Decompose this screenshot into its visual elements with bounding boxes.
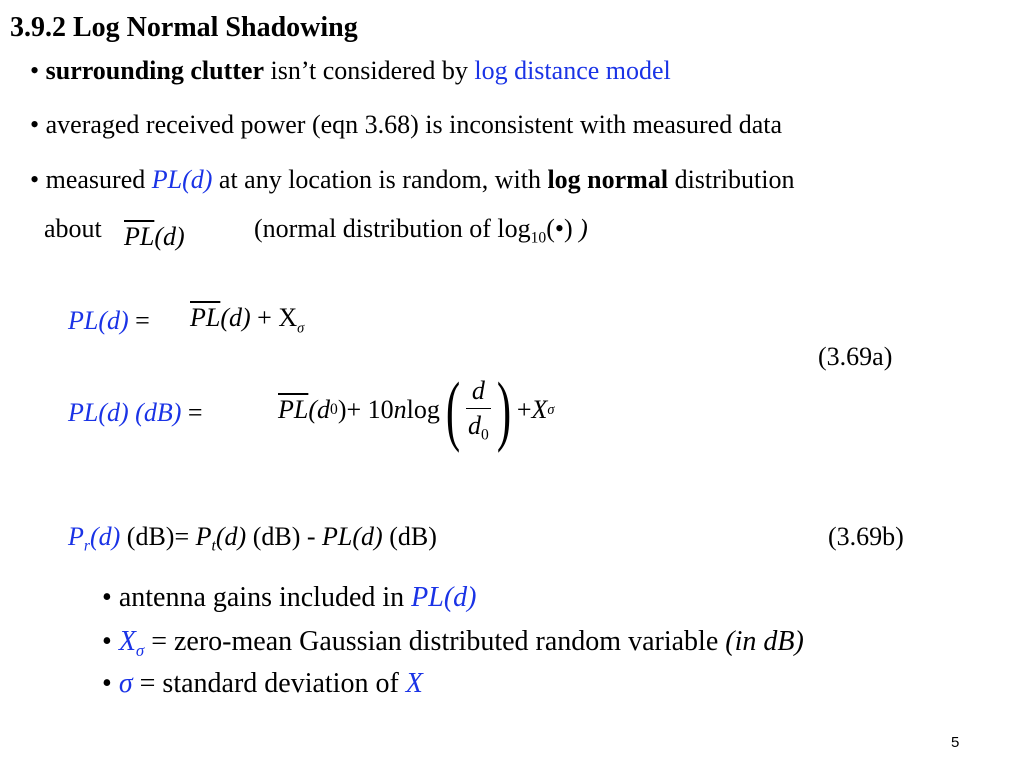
log-function: log [406, 395, 440, 424]
note-tail: (in dB) [725, 626, 804, 657]
pr-arg: (d) [89, 522, 121, 551]
bullet-text: averaged received power (eqn 3.68) is in… [45, 110, 783, 139]
log-base-sub: 10 [530, 229, 547, 247]
eq-equals: = [181, 398, 203, 427]
note-close: ) [579, 214, 588, 243]
bullet-text-post: distribution [668, 165, 795, 194]
pl-d-term: PL(d) [411, 582, 477, 613]
x-variable: X [405, 668, 423, 699]
note-pre: (normal distribution of log [254, 214, 531, 243]
normal-distribution-note: (normal distribution of log10(•) ) [254, 214, 588, 247]
right-paren: ) [496, 366, 512, 453]
bullet-dot: • [102, 668, 112, 699]
den-d: d [467, 410, 481, 440]
plus-ten: + 10 [346, 395, 394, 424]
den-sub: 0 [480, 426, 489, 444]
bullet-text-pre: measured [45, 165, 152, 194]
path-loss-exponent: n [393, 395, 407, 424]
bullet-dot: • [102, 626, 112, 657]
left-paren: ( [445, 366, 461, 453]
log-normal-term: log normal [547, 165, 669, 194]
note-antenna-gains: • antenna gains included in PL(d) [102, 582, 477, 614]
sigma-symbol: σ [118, 668, 133, 699]
pl-arg: (d) [154, 222, 185, 251]
fraction-denominator: d0 [468, 409, 489, 444]
pr-symbol: P [68, 522, 84, 551]
bullet-text-mid: at any location is random, with [212, 165, 548, 194]
equation-received-power: Pr(d) (dB)= Pt(d) (dB) - PL(d) (dB) [68, 522, 437, 555]
sigma-sub: σ [297, 320, 305, 337]
db-tail: (dB) [382, 522, 437, 551]
eq-equals: = [128, 306, 150, 335]
about-label: about [44, 214, 102, 243]
db-eq: (dB)= [120, 522, 196, 551]
log-distance-model-text: log distance model [474, 56, 671, 85]
pl-term: PL(d) [322, 522, 383, 551]
pt-symbol: P [195, 522, 212, 551]
sigma-sub: σ [135, 640, 145, 660]
eq-lhs: PL(d) (dB) [68, 398, 182, 427]
page-number: 5 [951, 734, 960, 751]
pl-bar: PL [124, 222, 155, 251]
d0-sub: 0 [330, 401, 338, 418]
equation-pl-d: PL(d) = [68, 306, 150, 336]
plus: + [516, 395, 532, 424]
pt-sub: t [211, 537, 216, 555]
plus-x: + X [250, 303, 298, 332]
bullet-averaged-power: • averaged received power (eqn 3.68) is … [30, 110, 782, 140]
pt-arg: (d) [215, 522, 247, 551]
note-sigma: • σ = standard deviation of X [102, 668, 423, 700]
note-x-sigma: • Xσ = zero-mean Gaussian distributed ra… [102, 626, 804, 661]
note-text: = zero-mean Gaussian distributed random … [144, 626, 726, 657]
equation-label-3-69a: (3.69a) [818, 342, 893, 371]
pl-arg-open: (d [308, 395, 331, 424]
note-text: antenna gains included in [111, 582, 412, 613]
pl-arg-close: ) [337, 395, 347, 424]
equation-label-3-69b: (3.69b) [828, 522, 904, 551]
bullet-bold-text: surrounding clutter [45, 56, 264, 85]
slide-title: 3.9.2 Log Normal Shadowing [10, 12, 358, 43]
bullet-surrounding-clutter: • surrounding clutter isn’t considered b… [30, 56, 671, 86]
bullet-text: isn’t considered by [263, 56, 475, 85]
bullet-dot: • [30, 165, 40, 194]
mean-pl-expression: PL(d) [124, 222, 185, 252]
x-variable: X [118, 626, 136, 657]
equation-pl-db: PL(d) (dB) = [68, 398, 203, 428]
note-text: = standard deviation of [132, 668, 406, 699]
eq-lhs: PL(d) [68, 306, 129, 335]
x-variable: X [531, 395, 548, 424]
equation-rhs: PL(d) + Xσ [190, 303, 304, 337]
pl-bar: PL [190, 303, 221, 332]
pr-sub: r [83, 537, 90, 555]
db-minus: (dB) - [246, 522, 323, 551]
note-post: (•) [546, 214, 580, 243]
bullet-dot: • [30, 110, 40, 139]
pl-arg: (d) [220, 303, 251, 332]
bullet-dot: • [102, 582, 112, 613]
pl-d-term: PL(d) [151, 165, 213, 194]
sigma-sub: σ [547, 401, 555, 418]
fraction-numerator: d [465, 376, 491, 409]
pl-bar: PL [278, 395, 309, 424]
bullet-measured-pl: • measured PL(d) at any location is rand… [30, 165, 794, 195]
bullet-dot: • [30, 56, 40, 85]
